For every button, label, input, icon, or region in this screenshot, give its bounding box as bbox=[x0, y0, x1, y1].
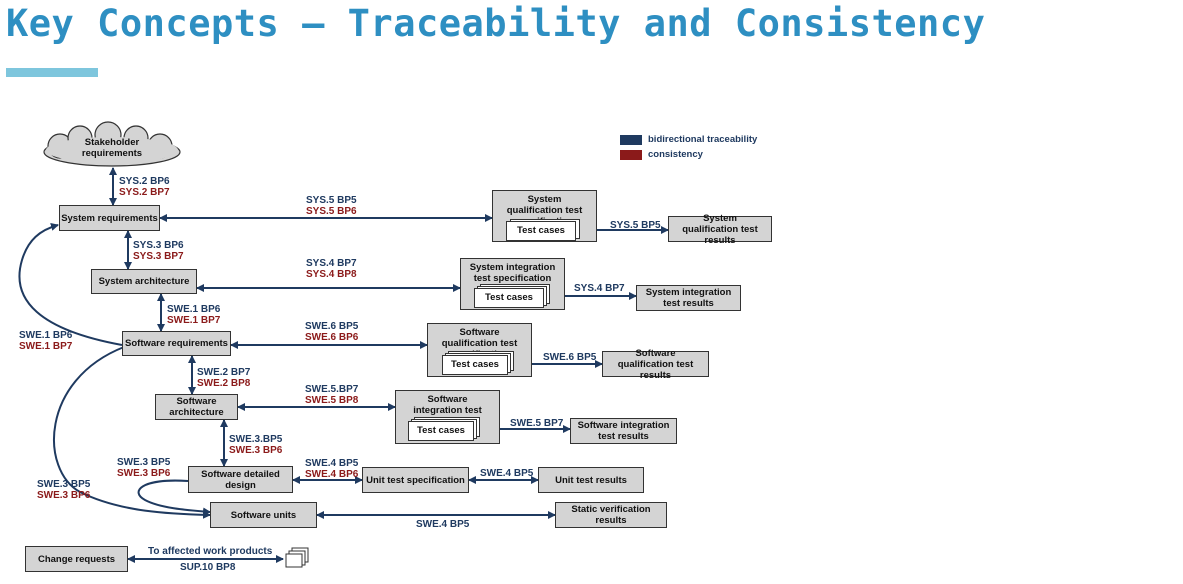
software-requirements-box: Software requirements bbox=[122, 331, 231, 356]
label-swe3-bp5: SWE.3.BP5 bbox=[229, 434, 283, 445]
label-swe4-bp5-static: SWE.4 BP5 bbox=[416, 519, 470, 530]
label-sys4-bp8: SYS.4 BP8 bbox=[306, 269, 357, 280]
legend-traceability-label: bidirectional traceability bbox=[648, 134, 758, 145]
label-swe1-bp6-left: SWE.1 BP6 bbox=[19, 330, 73, 341]
label-sys3-bp7: SYS.3 BP7 bbox=[133, 251, 184, 262]
static-verification-results-box: Static verification results bbox=[555, 502, 667, 528]
label-swe3-bp5-far: SWE.3 BP5 bbox=[37, 479, 91, 490]
test-cases-doc: Test cases bbox=[408, 421, 474, 441]
software-detailed-design-box: Software detailed design bbox=[188, 466, 293, 493]
test-cases-doc: Test cases bbox=[442, 355, 508, 375]
test-cases-doc: Test cases bbox=[474, 288, 544, 308]
label-swe3-bp6: SWE.3 BP6 bbox=[229, 445, 283, 456]
system-architecture-box: System architecture bbox=[91, 269, 197, 294]
system-requirements-box: System requirements bbox=[59, 205, 160, 231]
label-sup10-bp8: SUP.10 BP8 bbox=[180, 562, 236, 573]
legend-swatch-traceability bbox=[620, 135, 642, 145]
legend-swatch-consistency bbox=[620, 150, 642, 160]
label-sys2-bp7: SYS.2 BP7 bbox=[119, 187, 170, 198]
label-swe4-bp5: SWE.4 BP5 bbox=[305, 458, 359, 469]
label-swe2-bp7: SWE.2 BP7 bbox=[197, 367, 251, 378]
label-sys4-bp7-results: SYS.4 BP7 bbox=[574, 283, 625, 294]
label-swe4-bp6: SWE.4 BP6 bbox=[305, 469, 359, 480]
page-title: Key Concepts – Traceability and Consiste… bbox=[6, 2, 986, 45]
label-swe6-bp5-results: SWE.6 BP5 bbox=[543, 352, 597, 363]
software-qualification-results-box: Software qualification test results bbox=[602, 348, 709, 381]
label-sys2-bp6: SYS.2 BP6 bbox=[119, 176, 170, 187]
label-sys5-bp5: SYS.5 BP5 bbox=[306, 195, 357, 206]
software-units-box: Software units bbox=[210, 502, 317, 528]
label-sys5-bp6: SYS.5 BP6 bbox=[306, 206, 357, 217]
label-swe6-bp5: SWE.6 BP5 bbox=[305, 321, 359, 332]
software-integration-results-box: Software integration test results bbox=[570, 418, 677, 444]
label-swe1-bp7: SWE.1 BP7 bbox=[167, 315, 221, 326]
document-stack-icon bbox=[285, 547, 309, 568]
label-swe5-bp7: SWE.5.BP7 bbox=[305, 384, 359, 395]
software-architecture-box: Software architecture bbox=[155, 394, 238, 420]
title-underline bbox=[6, 68, 98, 77]
label-swe1-bp6: SWE.1 BP6 bbox=[167, 304, 221, 315]
label-sys4-bp7: SYS.4 BP7 bbox=[306, 258, 357, 269]
legend-consistency-label: consistency bbox=[648, 149, 703, 160]
label-sys3-bp6: SYS.3 BP6 bbox=[133, 240, 184, 251]
label-sys5-bp5-results: SYS.5 BP5 bbox=[610, 220, 661, 231]
stakeholder-cloud-shape bbox=[43, 121, 181, 167]
system-integration-results-box: System integration test results bbox=[636, 285, 741, 311]
label-swe5-bp7-results: SWE.5 BP7 bbox=[510, 418, 564, 429]
unit-test-specification-box: Unit test specification bbox=[362, 467, 469, 493]
unit-test-results-box: Unit test results bbox=[538, 467, 644, 493]
label-swe5-bp8: SWE.5 BP8 bbox=[305, 395, 359, 406]
label-swe2-bp8: SWE.2 BP8 bbox=[197, 378, 251, 389]
label-swe4-bp5-results: SWE.4 BP5 bbox=[480, 468, 534, 479]
test-cases-doc: Test cases bbox=[506, 221, 576, 241]
label-to-affected-work-products: To affected work products bbox=[148, 546, 273, 557]
change-requests-box: Change requests bbox=[25, 546, 128, 572]
label-swe1-bp7-left: SWE.1 BP7 bbox=[19, 341, 73, 352]
stakeholder-requirements: Stakeholder requirements bbox=[81, 137, 143, 159]
label-swe3-bp6-left: SWE.3 BP6 bbox=[117, 468, 171, 479]
label-swe6-bp6: SWE.6 BP6 bbox=[305, 332, 359, 343]
system-qualification-results-box: System qualification test results bbox=[668, 213, 772, 246]
label-swe3-bp6-far: SWE.3 BP6 bbox=[37, 490, 91, 501]
label-swe3-bp5-left: SWE.3 BP5 bbox=[117, 457, 171, 468]
